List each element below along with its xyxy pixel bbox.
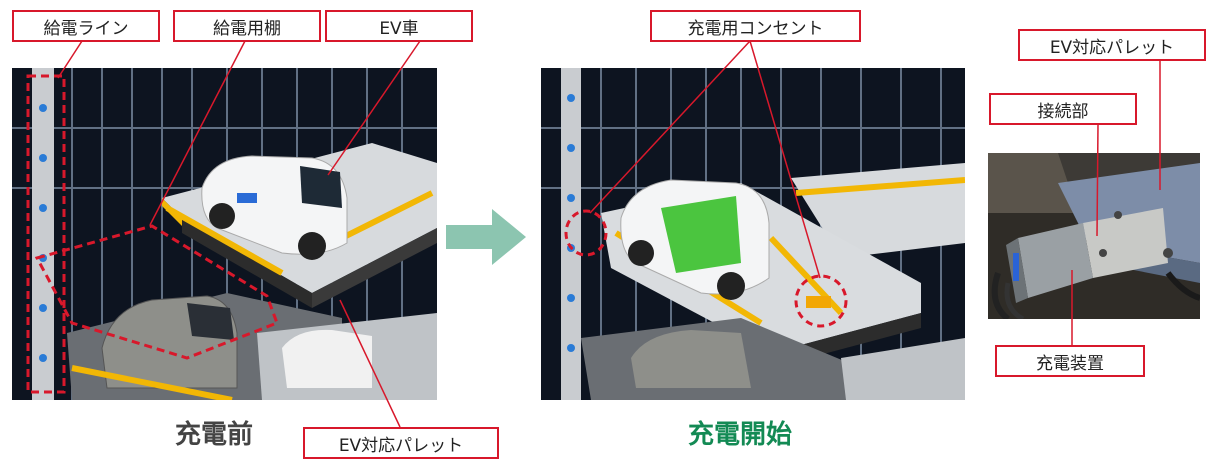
- label-ev-car: EV車: [325, 10, 473, 42]
- label-charging-outlet: 充電用コンセント: [650, 10, 861, 42]
- detail-photo: [988, 153, 1200, 319]
- caption-charging-start: 充電開始: [688, 420, 793, 450]
- label-charger: 充電装置: [995, 345, 1145, 377]
- label-charging-shelf: 給電用棚: [173, 10, 321, 42]
- ev-car: [201, 155, 348, 260]
- caption-before: 充電前: [175, 420, 254, 450]
- label-ev-pallet-before: EV対応パレット: [303, 427, 499, 459]
- charging-start-image: [541, 68, 965, 400]
- label-power-line: 給電ライン: [12, 10, 160, 42]
- right-arrow-icon: [446, 209, 526, 265]
- label-connector: 接続部: [989, 93, 1137, 125]
- before-charging-image: [12, 68, 437, 400]
- label-ev-pallet-detail: EV対応パレット: [1018, 29, 1206, 61]
